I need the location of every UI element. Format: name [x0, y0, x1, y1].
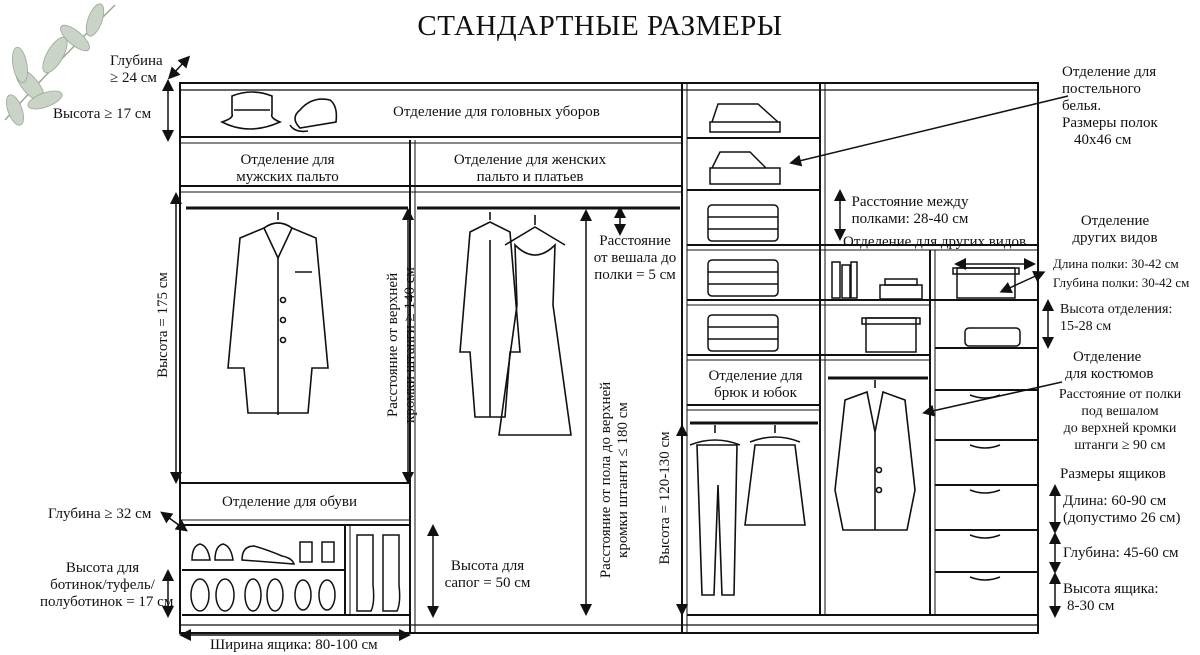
height-175-label: Высота = 175 см: [155, 272, 171, 378]
height-120-130-label: Высота = 120-130 см: [657, 431, 673, 565]
shelf-length-label: Длина полки: 30-42 см: [1053, 256, 1179, 271]
sneaker-icon: [191, 541, 335, 565]
fedora-hat-icon: [219, 91, 283, 130]
tall-boot-icon: [356, 534, 401, 612]
dress-icon: [498, 215, 572, 436]
headwear-section-label: Отделение для головных уборов: [393, 104, 600, 120]
skirt-icon: [744, 425, 806, 526]
drawer-width-label: Ширина ящика: 80-100 см: [210, 637, 378, 653]
womens-coat-icon: [459, 212, 521, 418]
heeled-shoe-icon: [190, 578, 336, 612]
suit-jacket-icon: [834, 380, 916, 531]
drawer-height-label: Высота ящика:8-30 см: [1063, 581, 1159, 614]
other-kinds-label: Отделение для других видов: [843, 234, 1027, 250]
height-top-label: Высота ≥ 17 см: [53, 106, 152, 122]
drawer-length-label: Длина: 60-90 см(допустимо 26 см): [1063, 493, 1181, 526]
shoes-section-label: Отделение для обуви: [222, 494, 358, 510]
depth-32-label: Глубина ≥ 32 см: [48, 506, 152, 522]
drawer-sizes-heading: Размеры ящиков: [1060, 466, 1166, 482]
shelf-depth-label: Глубина полки: 30-42 см: [1053, 275, 1190, 290]
leaf-branch-icon: [4, 3, 116, 126]
baseball-cap-icon: [289, 98, 338, 133]
trousers-icon: [689, 425, 741, 596]
mens-coat-icon: [227, 212, 329, 415]
depth-top-label: Глубина≥ 24 см: [110, 53, 163, 86]
drawer-depth-label: Глубина: 45-60 см: [1063, 545, 1179, 561]
storage-box-icon: [861, 267, 1021, 353]
section-height-label: Высота отделения:15-28 см: [1060, 302, 1173, 334]
books-icon: [831, 261, 858, 299]
page-title: СТАНДАРТНЫЕ РАЗМЕРЫ: [417, 10, 783, 42]
folded-linen-icon: [707, 103, 781, 352]
